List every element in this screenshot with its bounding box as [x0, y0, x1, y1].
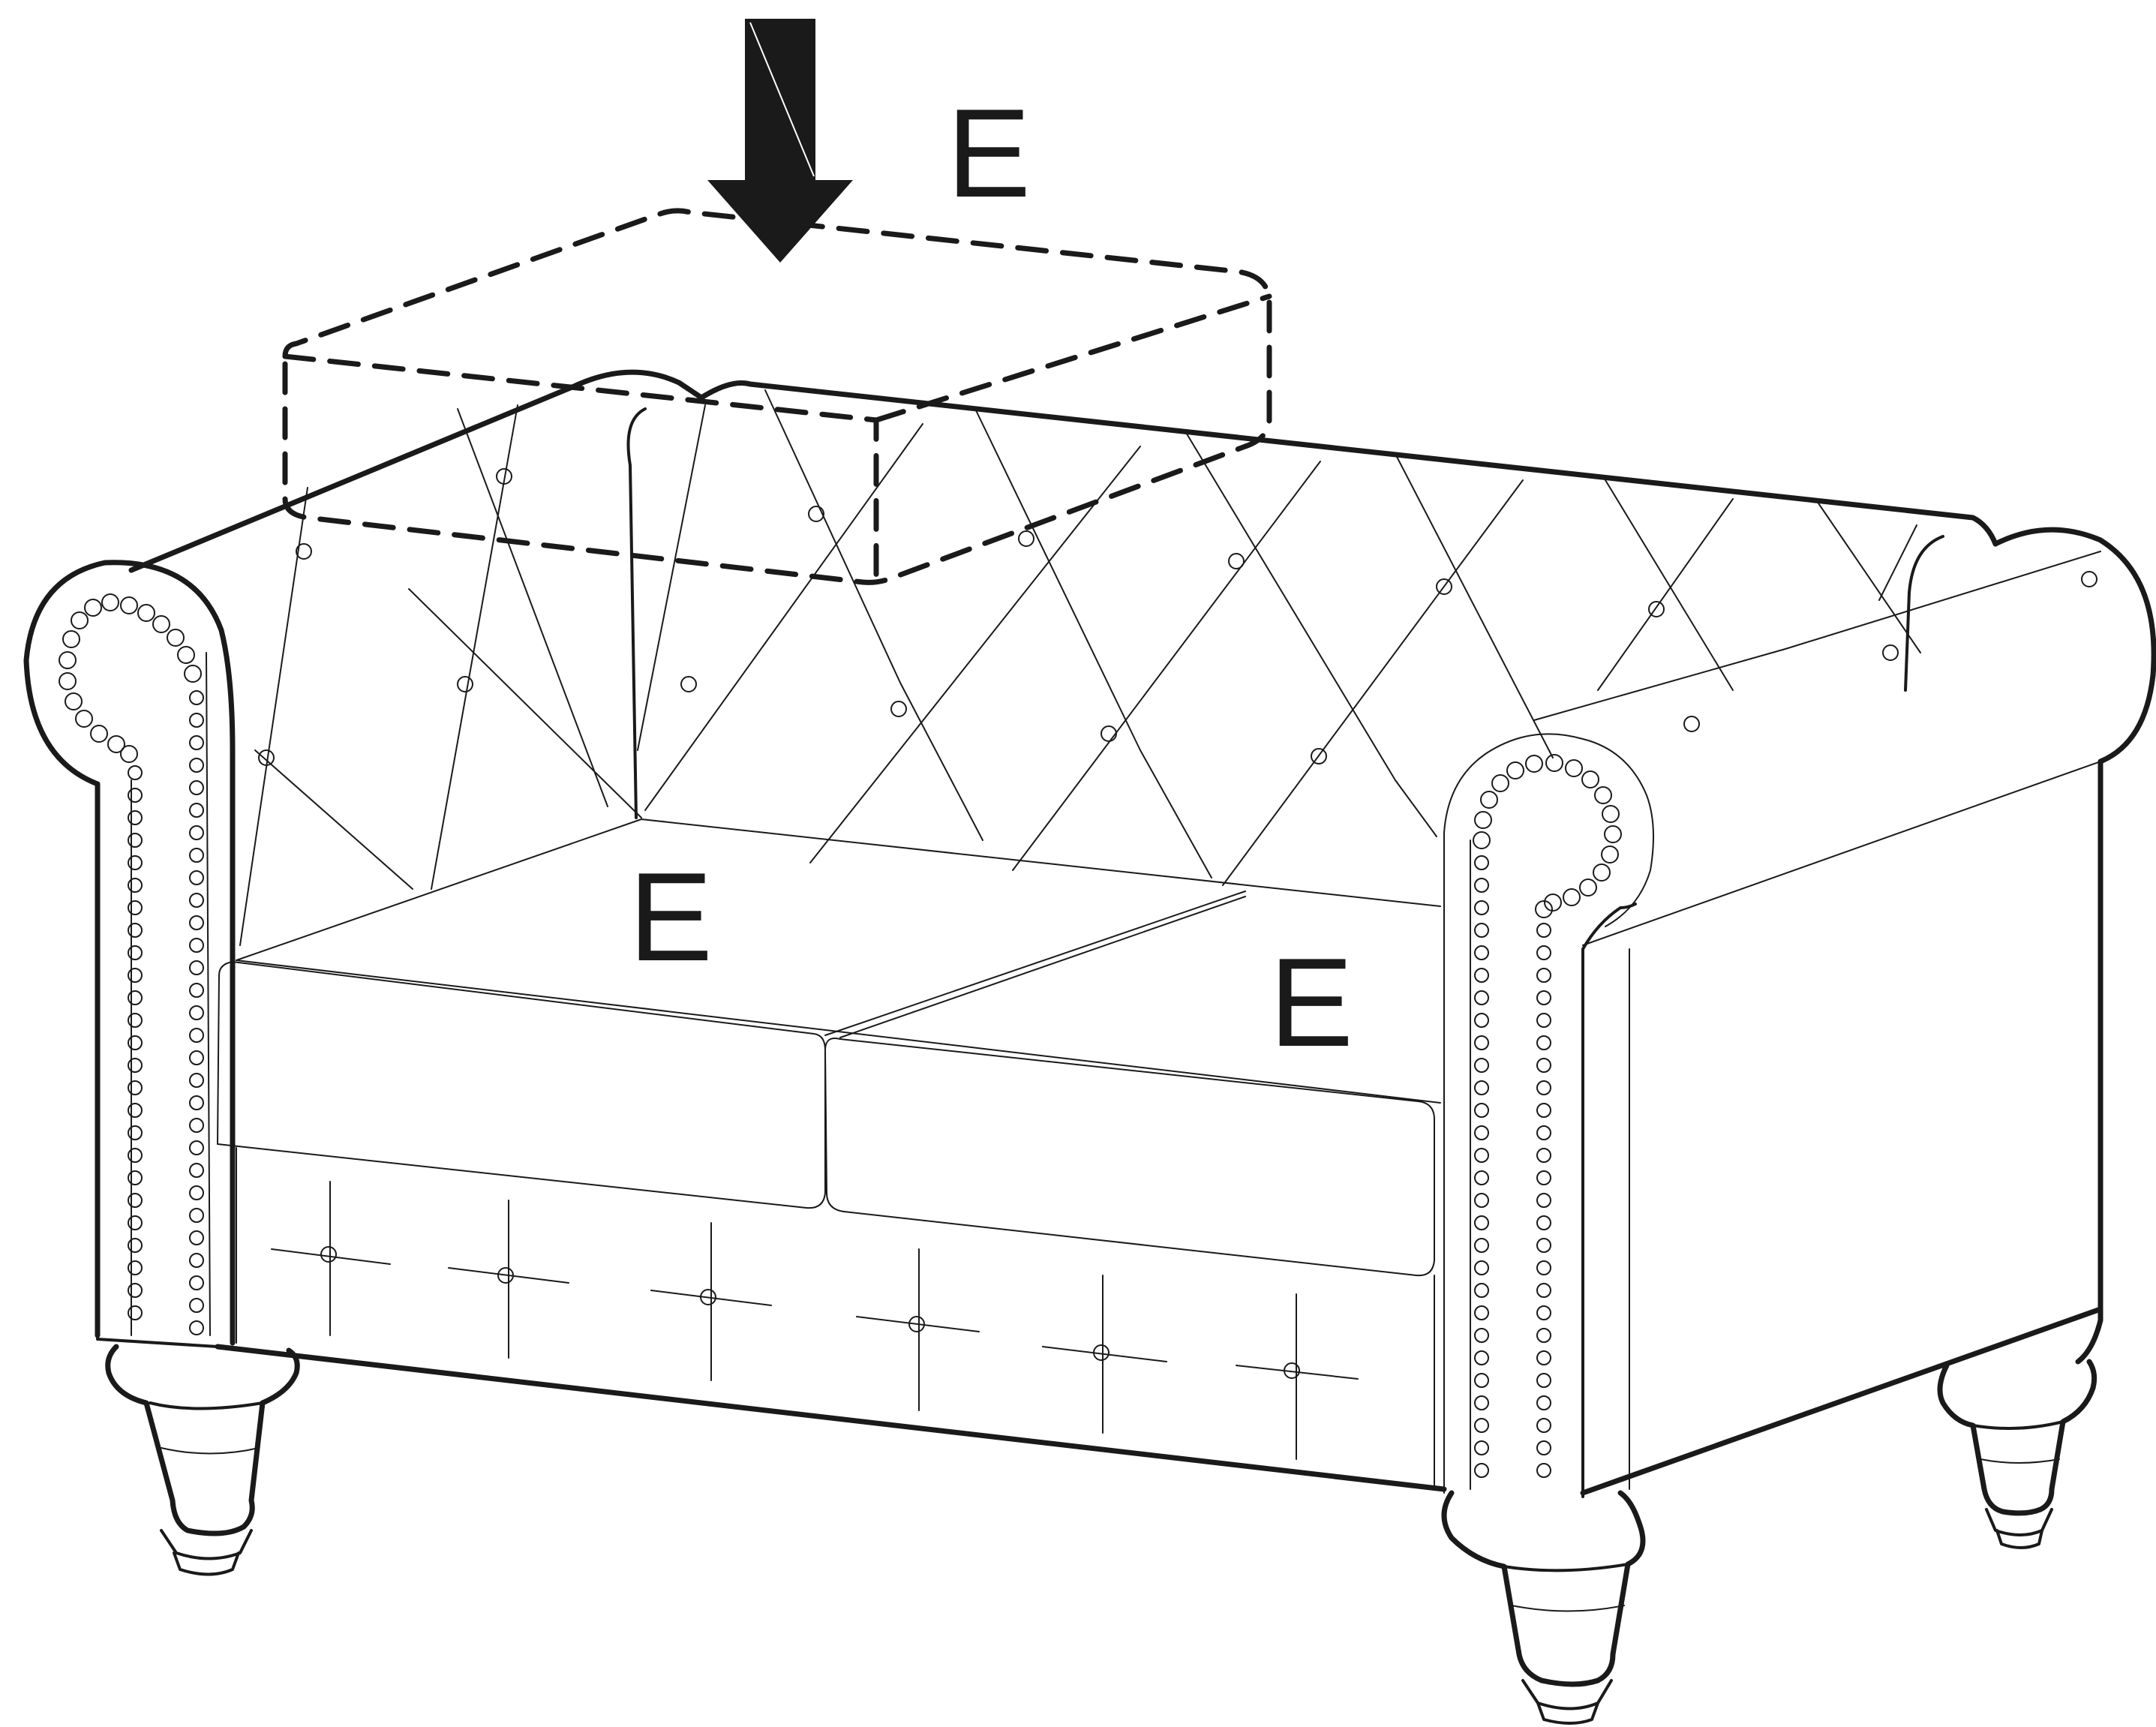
sofa-backrest [128, 369, 2097, 946]
seat-cushions [217, 818, 1441, 1277]
cushion-label-right: E [1269, 932, 1354, 1073]
down-arrow-icon [707, 19, 853, 263]
left-arm-nailheads [59, 593, 204, 1335]
cushion-label-left: E [629, 846, 713, 987]
cushion-label-top: E [947, 83, 1031, 224]
left-armrest [23, 560, 236, 1348]
apron-tufting [271, 1181, 1359, 1460]
right-armrest [1443, 527, 2156, 1498]
right-arm-nailheads [1473, 754, 1622, 1478]
sofa-front-apron [215, 1147, 1447, 1494]
sofa-legs [105, 1306, 2103, 1725]
back-cushion-outline [282, 208, 1272, 585]
